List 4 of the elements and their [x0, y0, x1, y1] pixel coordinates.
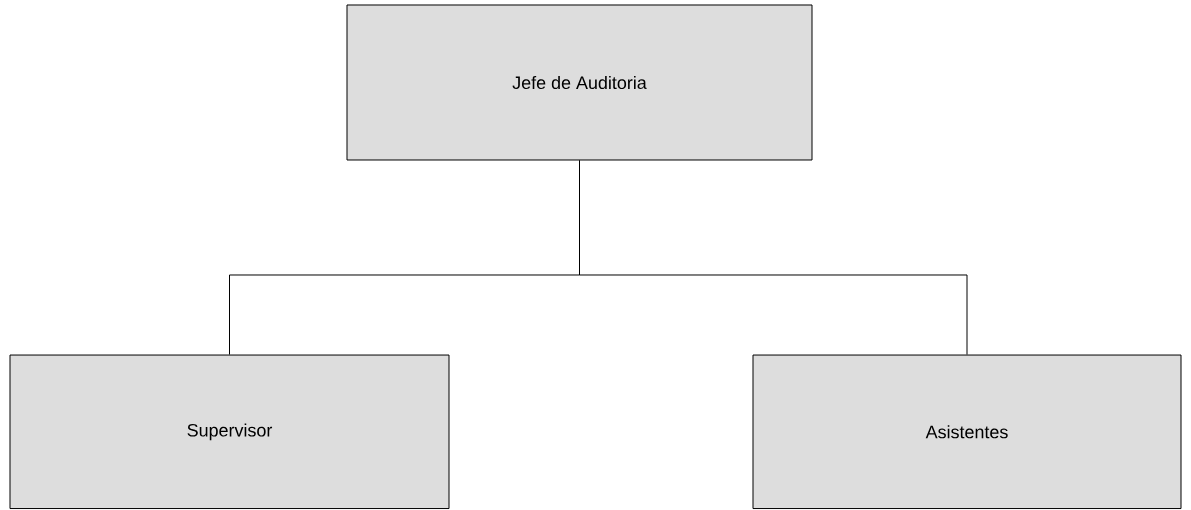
org-box: Jefe de Auditoria [346, 4, 813, 161]
connector-line [579, 160, 968, 356]
org-box: Supervisor [9, 354, 450, 510]
org-box: Asistentes [752, 354, 1182, 510]
